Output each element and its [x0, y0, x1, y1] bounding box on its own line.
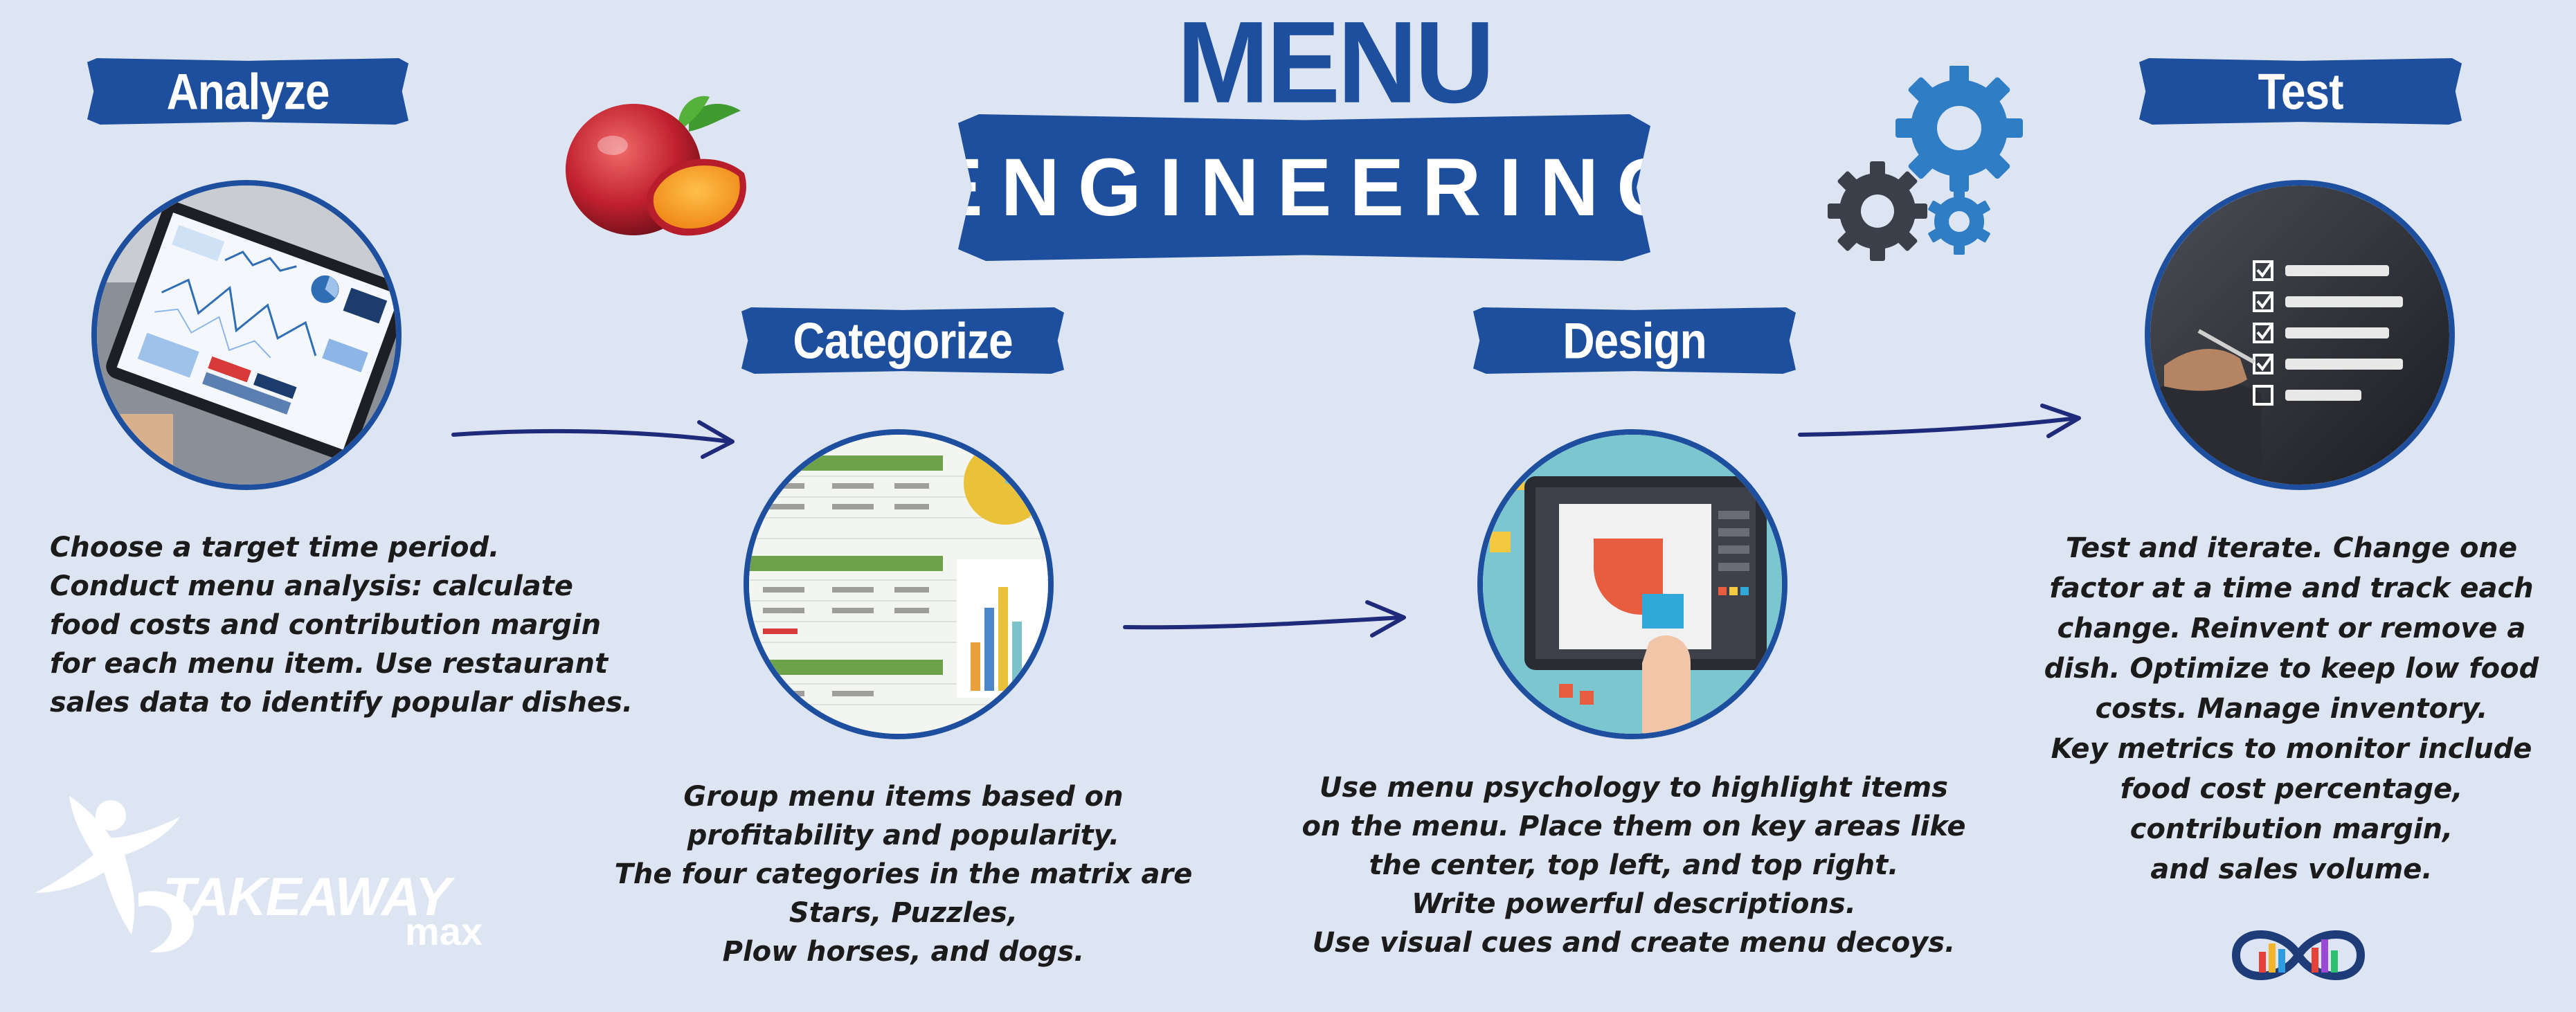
categorize-line: Plow horses, and dogs. — [722, 936, 1085, 968]
analyze-label: Analyze — [166, 62, 330, 120]
analyze-line: sales data to identify popular dishes. — [50, 687, 633, 719]
design-line: on the menu. Place them on key areas lik… — [1301, 811, 1966, 842]
categorize-image — [744, 429, 1054, 739]
analyze-banner: Analyze — [87, 58, 408, 125]
categorize-label: Categorize — [793, 311, 1013, 370]
design-line: the center, top left, and top right. — [1369, 849, 1899, 881]
analyze-description: Choose a target time period. Conduct men… — [50, 528, 633, 722]
arrow-categorize-to-design — [1123, 600, 1406, 638]
test-image — [2145, 180, 2455, 490]
test-line: Test and iterate. Change one — [2065, 532, 2518, 564]
arrow-design-to-test — [1798, 404, 2081, 438]
design-image — [1477, 429, 1787, 739]
design-line: Write powerful descriptions. — [1412, 888, 1856, 920]
infinity-logo-icon — [2231, 930, 2366, 980]
design-line: Use visual cues and create menu decoys. — [1312, 927, 1956, 959]
etakeaway-max-logo: TAKEAWAY max — [28, 789, 554, 962]
design-label: Design — [1562, 311, 1706, 370]
categorize-line: Group menu items based on — [683, 781, 1124, 813]
test-line: dish. Optimize to keep low food — [2044, 653, 2539, 685]
categorize-line: Stars, Puzzles, — [789, 897, 1018, 929]
design-description: Use menu psychology to highlight items o… — [1281, 768, 1987, 962]
logo-takeaway-text: TAKEAWAY — [163, 866, 451, 927]
dancer-logo-icon — [35, 796, 194, 952]
gears-icon — [1828, 66, 2023, 261]
test-line: contribution margin, — [2129, 813, 2453, 845]
title-engineering-banner: ENGINEERING — [958, 114, 1650, 261]
test-line: food cost percentage, — [2120, 773, 2463, 805]
arrow-analyze-to-categorize — [451, 420, 735, 459]
categorize-line: profitability and popularity. — [687, 820, 1120, 851]
test-line: and sales volume. — [2150, 853, 2433, 885]
test-line: costs. Manage inventory. — [2095, 693, 2488, 725]
analyze-line: for each menu item. Use restaurant — [50, 648, 609, 680]
design-line: Use menu psychology to highlight items — [1319, 772, 1948, 804]
categorize-banner: Categorize — [741, 307, 1064, 374]
analyze-line: Conduct menu analysis: calculate — [50, 570, 573, 602]
title-engineering: ENGINEERING — [928, 142, 1699, 233]
analyze-line: food costs and contribution margin — [50, 609, 602, 641]
test-line: Key metrics to monitor include — [2051, 733, 2532, 765]
design-banner: Design — [1473, 307, 1796, 374]
categorize-line: The four categories in the matrix are — [614, 858, 1193, 890]
test-description: Test and iterate. Change one factor at a… — [2008, 528, 2575, 889]
test-label: Test — [2258, 62, 2344, 120]
test-line: factor at a time and track each — [2049, 572, 2534, 604]
categorize-description: Group menu items based on profitability … — [609, 777, 1198, 971]
peach-icon — [566, 96, 746, 236]
title-menu: MENU — [1177, 0, 1495, 127]
logo-max-text: max — [405, 910, 483, 953]
analyze-image — [91, 180, 402, 490]
test-banner: Test — [2139, 58, 2462, 125]
test-line: change. Reinvent or remove a — [2057, 613, 2526, 644]
analyze-line: Choose a target time period. — [50, 532, 500, 563]
